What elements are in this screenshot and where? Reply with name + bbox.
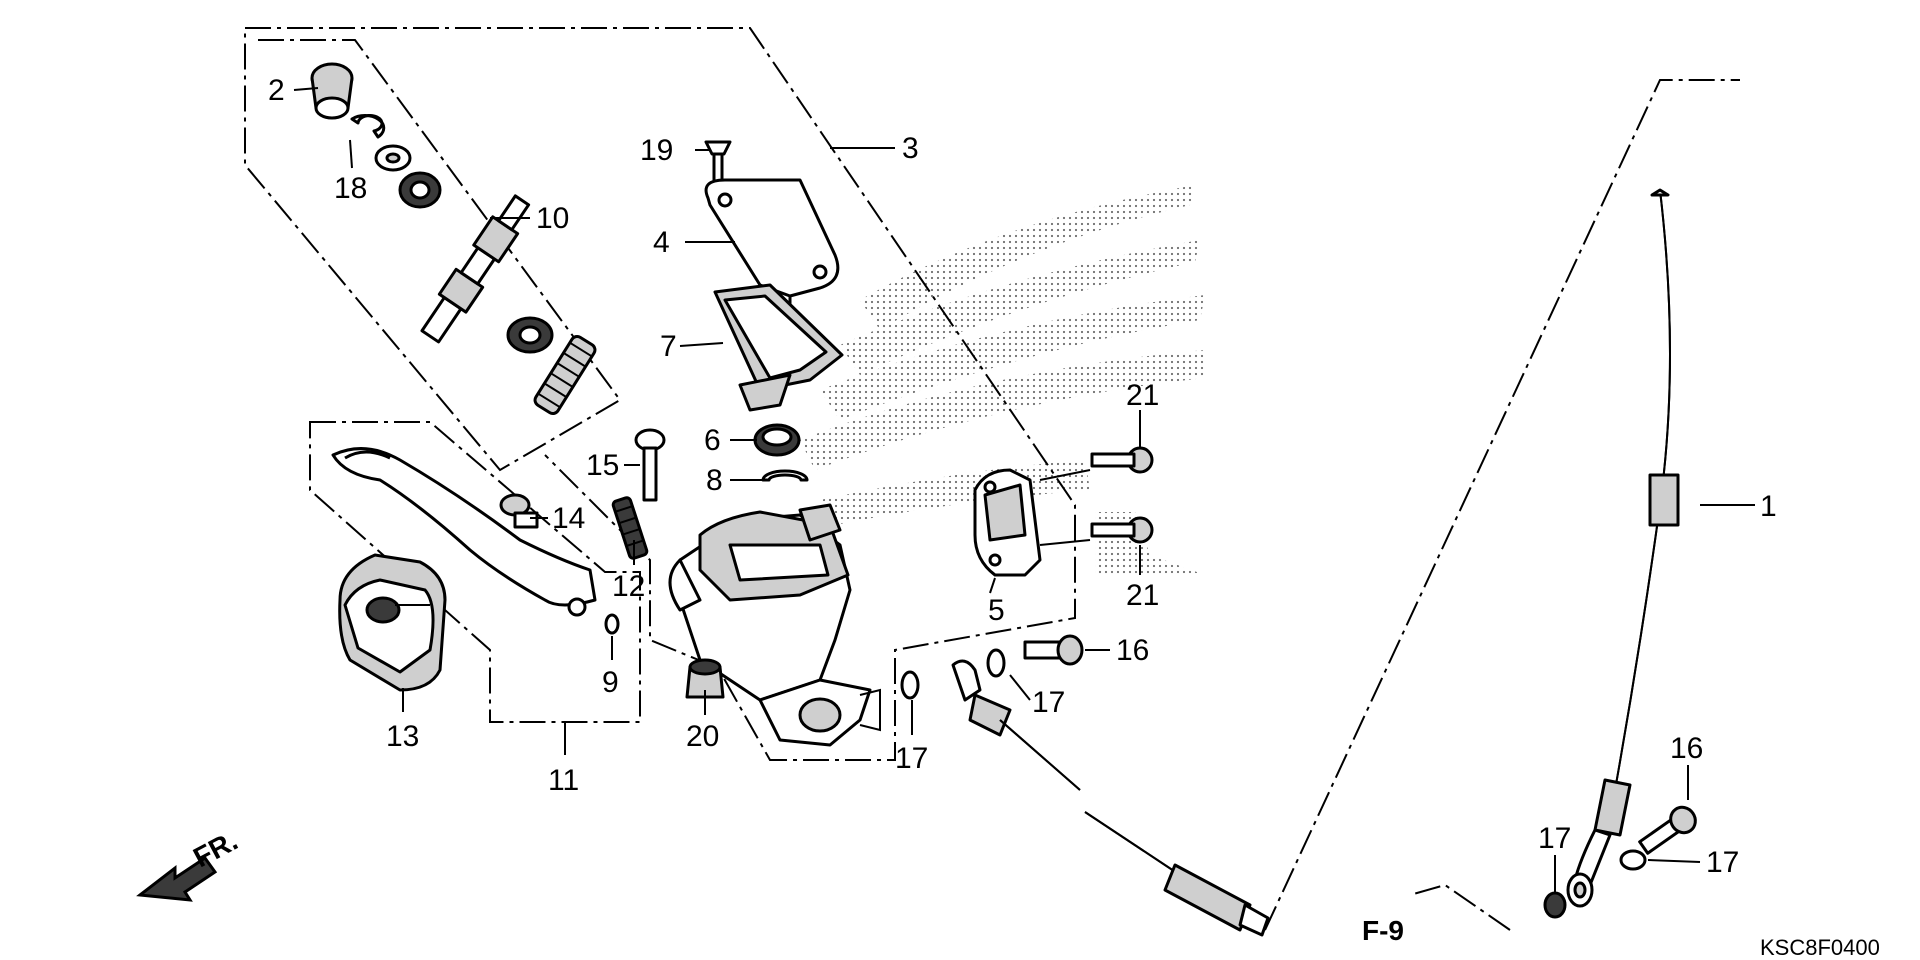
piston-set [310, 62, 597, 416]
pivot-bolt-15 [634, 428, 666, 502]
boot-20 [685, 658, 725, 699]
callout-20: 20 [686, 720, 719, 753]
washer-17-b [986, 648, 1006, 678]
callout-11: 11 [548, 764, 579, 797]
holder-bolt-21-lower [1090, 516, 1154, 544]
lever-spring-12 [611, 496, 649, 560]
callout-4: 4 [653, 226, 670, 259]
callout-21a: 21 [1126, 379, 1159, 412]
eyelet-lower [1566, 872, 1594, 908]
hose-section-outline [1264, 79, 1740, 931]
washer-17-c [1543, 891, 1567, 919]
callout-3: 3 [902, 132, 919, 165]
callout-labels: 1 2 3 4 5 6 7 8 9 10 11 12 13 14 15 16 1… [268, 74, 1777, 879]
piston-spring [533, 334, 597, 416]
callout-9: 9 [602, 666, 619, 699]
callout-12: 12 [612, 570, 645, 603]
lever-cover-13 [338, 553, 447, 692]
leader-lines [293, 87, 1755, 892]
master-cylinder-body [668, 503, 881, 747]
figure-code: KSC8F0400 [1760, 935, 1880, 960]
piston-seal-upper [398, 171, 442, 209]
callout-16: 16 [1116, 634, 1149, 667]
callout-17c: 17 [1538, 822, 1571, 855]
pivot-nut-14 [499, 493, 539, 529]
callout-17d: 17 [1706, 846, 1739, 879]
master-cylinder-assembly-outline [245, 27, 1076, 761]
o-ring-9 [604, 613, 620, 635]
brake-lever [331, 447, 597, 617]
group-outlines [244, 27, 1740, 931]
diaphragm-plate-7 [713, 283, 844, 412]
holder-clamp-5 [973, 468, 1042, 577]
callout-1: 1 [1760, 490, 1777, 523]
piston [420, 194, 531, 344]
washer-17-a [900, 670, 920, 700]
brake-hose-1 [951, 188, 1680, 937]
banjo-bolt-16-lower [1638, 805, 1697, 855]
cap-screw-19 [704, 140, 732, 186]
front-direction-arrow: FR. [136, 825, 243, 902]
dust-boot [310, 62, 354, 120]
callout-8: 8 [706, 464, 723, 497]
washer-17-d [1619, 849, 1647, 871]
section-reference: F-9 [1362, 915, 1404, 946]
callout-21b: 21 [1126, 579, 1159, 612]
circlip-18 [350, 113, 386, 139]
snap-ring-8 [761, 469, 809, 482]
callout-15: 15 [586, 449, 619, 482]
banjo-bolt-16 [1023, 634, 1084, 666]
holder-bolt-21-upper [1090, 446, 1154, 474]
callout-5: 5 [988, 594, 1005, 627]
piston-seal-lower [506, 316, 554, 354]
callout-17a: 17 [1032, 686, 1065, 719]
wing-watermark [800, 185, 1205, 575]
callout-6: 6 [704, 424, 721, 457]
callout-13: 13 [386, 720, 419, 753]
callout-7: 7 [660, 330, 677, 363]
ref-arrow-line [1409, 883, 1511, 931]
piston-set-outline [244, 28, 622, 472]
callout-14: 14 [552, 502, 585, 535]
callout-16b: 16 [1670, 732, 1703, 765]
callout-10: 10 [536, 202, 569, 235]
callout-2: 2 [268, 74, 285, 107]
callout-17b: 17 [895, 742, 928, 775]
float-6 [753, 423, 801, 457]
callout-19: 19 [640, 134, 673, 167]
callout-18: 18 [334, 172, 367, 205]
